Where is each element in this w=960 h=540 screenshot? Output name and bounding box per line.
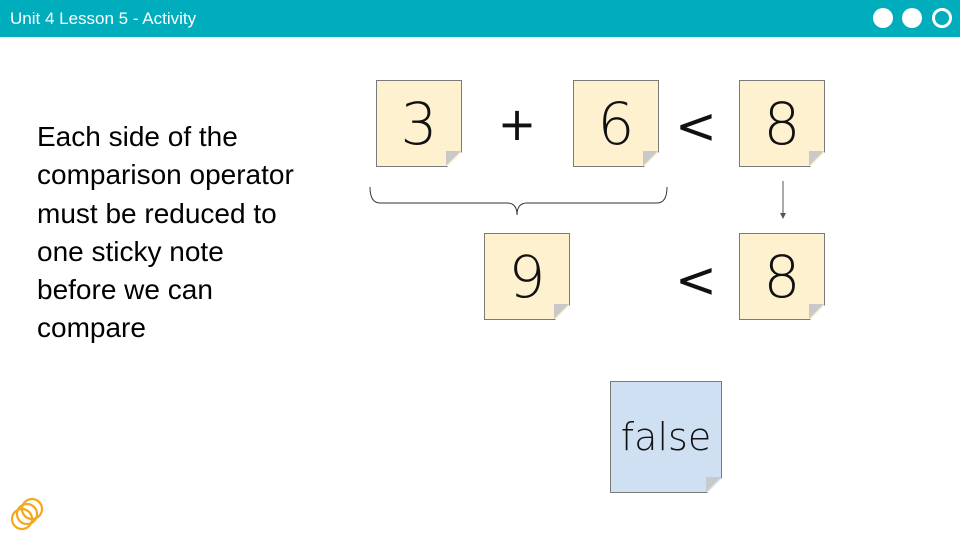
sticky-value: 3: [400, 89, 438, 158]
nav-dot-1: [873, 8, 893, 28]
arrow-head-icon: [780, 213, 786, 219]
sticky-value: 8: [763, 89, 801, 158]
nav-dot-3: [932, 8, 952, 28]
plus-operator: +: [497, 97, 537, 151]
result-value: false: [620, 415, 712, 459]
sticky-note-result: false: [610, 381, 722, 493]
sticky-note-left-operand: 3: [376, 80, 462, 167]
header-bar: Unit 4 Lesson 5 - Activity: [0, 0, 960, 37]
sticky-note-right-operand: 6: [573, 80, 659, 167]
sticky-note-sum: 9: [484, 233, 570, 320]
sticky-value: 8: [763, 242, 801, 311]
less-than-operator-reduced: <: [675, 251, 717, 309]
sticky-note-compare-value-reduced: 8: [739, 233, 825, 320]
lesson-title: Unit 4 Lesson 5 - Activity: [10, 9, 197, 28]
less-than-operator: <: [675, 97, 717, 155]
explanation-text: Each side of the comparison operator mus…: [37, 121, 294, 344]
sticky-value: 9: [508, 242, 546, 311]
sticky-value: 6: [597, 89, 635, 158]
curly-brace-icon: [369, 186, 668, 216]
nav-dot-2: [902, 8, 922, 28]
code-org-logo-icon: [10, 497, 44, 531]
